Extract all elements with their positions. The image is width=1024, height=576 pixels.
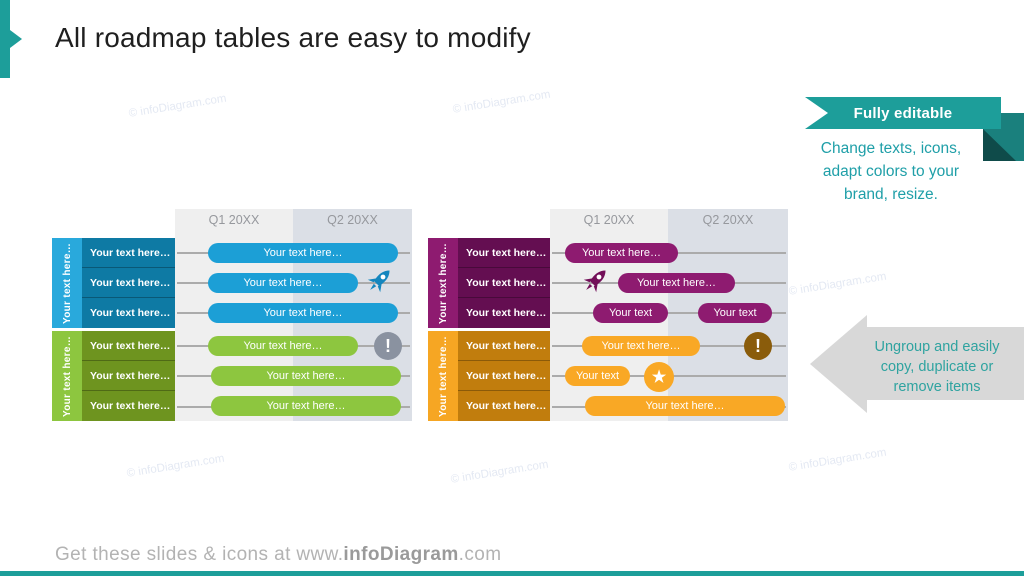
table2-row-label[interactable]: Your text here…	[458, 298, 550, 328]
table2-row-label[interactable]: Your text here…	[458, 331, 550, 361]
ribbon-description: Change texts, icons, adapt colors to you…	[800, 137, 982, 206]
footer: Get these slides & icons at www.infoDiag…	[55, 544, 501, 566]
watermark: © infoDiagram.com	[788, 270, 888, 298]
table1-group2-label[interactable]: Your text here…	[52, 331, 82, 421]
accent-bottom-bar	[0, 571, 1024, 576]
roadmap-bar[interactable]: Your text	[698, 303, 772, 323]
footer-suffix: .com	[458, 544, 502, 565]
table1-header-q1: Q1 20XX	[208, 213, 260, 227]
roadmap-bar[interactable]: Your text	[593, 303, 668, 323]
warning-icon[interactable]: !	[744, 332, 772, 360]
table2-row-label[interactable]: Your text here…	[458, 268, 550, 298]
accent-edge-bar	[0, 0, 10, 78]
table2-row-label[interactable]: Your text here…	[458, 391, 550, 421]
table2-row-label[interactable]: Your text here…	[458, 361, 550, 391]
watermark: © infoDiagram.com	[788, 446, 888, 474]
page-title: All roadmap tables are easy to modify	[55, 22, 531, 53]
roadmap-bar[interactable]: Your text	[565, 366, 630, 386]
ribbon-description-line: Change texts, icons,	[820, 140, 962, 157]
table1-row-label[interactable]: Your text here…	[82, 391, 175, 421]
star-icon[interactable]: ★	[644, 362, 674, 392]
roadmap-bar[interactable]: Your text here…	[565, 243, 678, 263]
table2-header-q1: Q1 20XX	[583, 213, 635, 227]
table1-row-label[interactable]: Your text here…	[82, 268, 175, 298]
group-label-text: Your text here…	[437, 242, 449, 324]
group-label-text: Your text here…	[61, 242, 73, 324]
left-arrow-head-icon	[810, 315, 867, 413]
watermark: © infoDiagram.com	[128, 92, 228, 120]
watermark: © infoDiagram.com	[452, 88, 552, 116]
footer-brand: infoDiagram	[343, 544, 459, 565]
accent-edge-chevron-icon	[10, 30, 22, 48]
group-label-text: Your text here…	[61, 335, 73, 417]
row-gridline	[552, 312, 786, 314]
watermark: © infoDiagram.com	[450, 458, 550, 486]
table1-header-q2: Q2 20XX	[327, 213, 378, 227]
ribbon-description-line: brand, resize.	[844, 186, 938, 203]
table1-row-label[interactable]: Your text here…	[82, 298, 175, 328]
warning-icon[interactable]: !	[374, 332, 402, 360]
fully-editable-ribbon: Fully editable	[805, 97, 1001, 129]
roadmap-bar[interactable]: Your text here…	[585, 396, 785, 416]
roadmap-bar[interactable]: Your text here…	[208, 243, 398, 263]
table2-header-q2: Q2 20XX	[702, 213, 754, 227]
group-label-text: Your text here…	[437, 335, 449, 417]
rocket-icon[interactable]	[355, 257, 403, 305]
table2-group1-label[interactable]: Your text here…	[428, 238, 458, 328]
watermark: © infoDiagram.com	[126, 452, 226, 480]
roadmap-bar[interactable]: Your text here…	[618, 273, 735, 293]
roadmap-bar[interactable]: Your text here…	[211, 366, 401, 386]
arrow-note-line: remove items	[893, 379, 981, 395]
roadmap-bar[interactable]: Your text here…	[208, 273, 358, 293]
table1-row-label[interactable]: Your text here…	[82, 238, 175, 268]
left-arrow-shape	[867, 327, 1024, 400]
table2-row-label[interactable]: Your text here…	[458, 238, 550, 268]
roadmap-bar[interactable]: Your text here…	[208, 303, 398, 323]
roadmap-bar[interactable]: Your text here…	[582, 336, 700, 356]
table2-group2-label[interactable]: Your text here…	[428, 331, 458, 421]
footer-prefix: Get these slides & icons at www.	[55, 544, 344, 565]
table1-row-label[interactable]: Your text here…	[82, 331, 175, 361]
ribbon-description-line: adapt colors to your	[822, 163, 960, 180]
arrow-note: Ungroup and easily copy, duplicate or re…	[848, 337, 1024, 397]
arrow-note-line: Ungroup and easily	[874, 339, 1000, 355]
rocket-icon[interactable]	[571, 257, 619, 305]
table1-group1-label[interactable]: Your text here…	[52, 238, 82, 328]
table1-row-label[interactable]: Your text here…	[82, 361, 175, 391]
roadmap-bar[interactable]: Your text here…	[208, 336, 358, 356]
arrow-note-line: copy, duplicate or	[880, 359, 994, 375]
roadmap-bar[interactable]: Your text here…	[211, 396, 401, 416]
